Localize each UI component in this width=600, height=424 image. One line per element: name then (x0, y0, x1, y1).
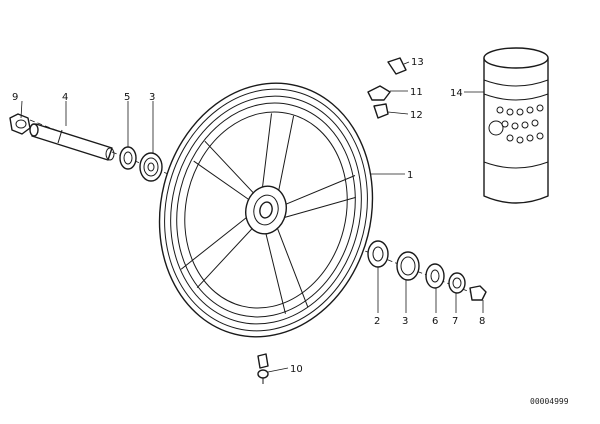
callout-14: 14 (450, 88, 463, 99)
callout-1: 1 (407, 170, 413, 181)
part-axle (29, 123, 115, 161)
callout-10: 10 (290, 364, 303, 375)
part-spacer (119, 146, 137, 170)
callout-8: 8 (479, 316, 485, 327)
leader-lines (20, 61, 484, 373)
part-seal-right (367, 240, 389, 268)
part-bearing-right (396, 251, 420, 281)
reference-code: 00004999 (530, 397, 569, 406)
callout-4: 4 (62, 92, 68, 103)
callout-3-left: 3 (149, 92, 155, 103)
part-axle-nut-left (9, 113, 31, 135)
callout-7: 7 (452, 316, 458, 327)
callout-2-right: 2 (374, 316, 380, 327)
part-sleeve (425, 263, 445, 289)
callout-12: 12 (410, 110, 423, 121)
part-washer (448, 272, 466, 294)
callout-11: 11 (410, 87, 423, 98)
part-spray-can (483, 47, 549, 204)
part-bearing-left (139, 152, 163, 182)
callout-5: 5 (124, 92, 130, 103)
callout-9: 9 (12, 92, 18, 103)
cast-wheel (158, 82, 374, 338)
callout-13: 13 (411, 57, 424, 68)
callout-6: 6 (432, 316, 438, 327)
part-weight-clip (367, 57, 407, 119)
callout-3-right: 3 (402, 316, 408, 327)
part-valve (257, 353, 269, 384)
part-bolt (469, 285, 487, 301)
callout-labels: 9 4 5 3 1 2 3 6 7 8 10 11 12 13 14 2 (12, 57, 485, 375)
